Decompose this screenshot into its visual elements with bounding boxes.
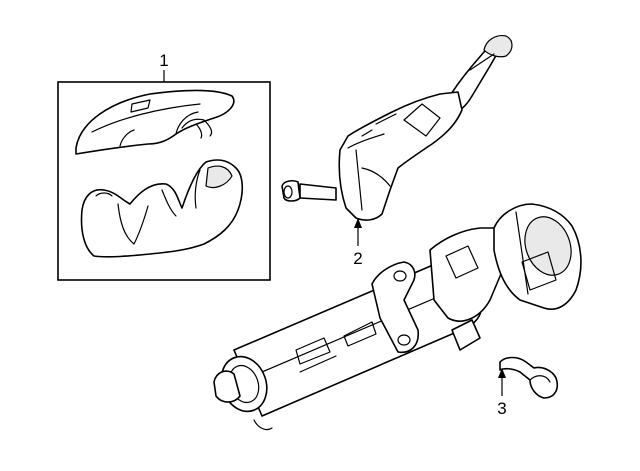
callout-1-label: 1	[159, 51, 168, 70]
part-1-steering-column-shroud[interactable]	[57, 81, 271, 281]
callout-1: 1	[159, 51, 169, 82]
callout-3-arrow	[498, 368, 506, 378]
callout-2: 2	[353, 218, 363, 268]
callout-3: 3	[497, 368, 507, 418]
steering-column-assembly	[213, 203, 582, 431]
upper-shroud	[75, 89, 235, 155]
part-3-clip[interactable]	[499, 356, 559, 399]
lower-shroud	[80, 159, 244, 258]
callout-2-arrow	[354, 218, 362, 228]
callout-3-label: 3	[497, 399, 506, 418]
callout-2-label: 2	[353, 249, 362, 268]
part-2-multifunction-switch[interactable]	[281, 35, 513, 221]
